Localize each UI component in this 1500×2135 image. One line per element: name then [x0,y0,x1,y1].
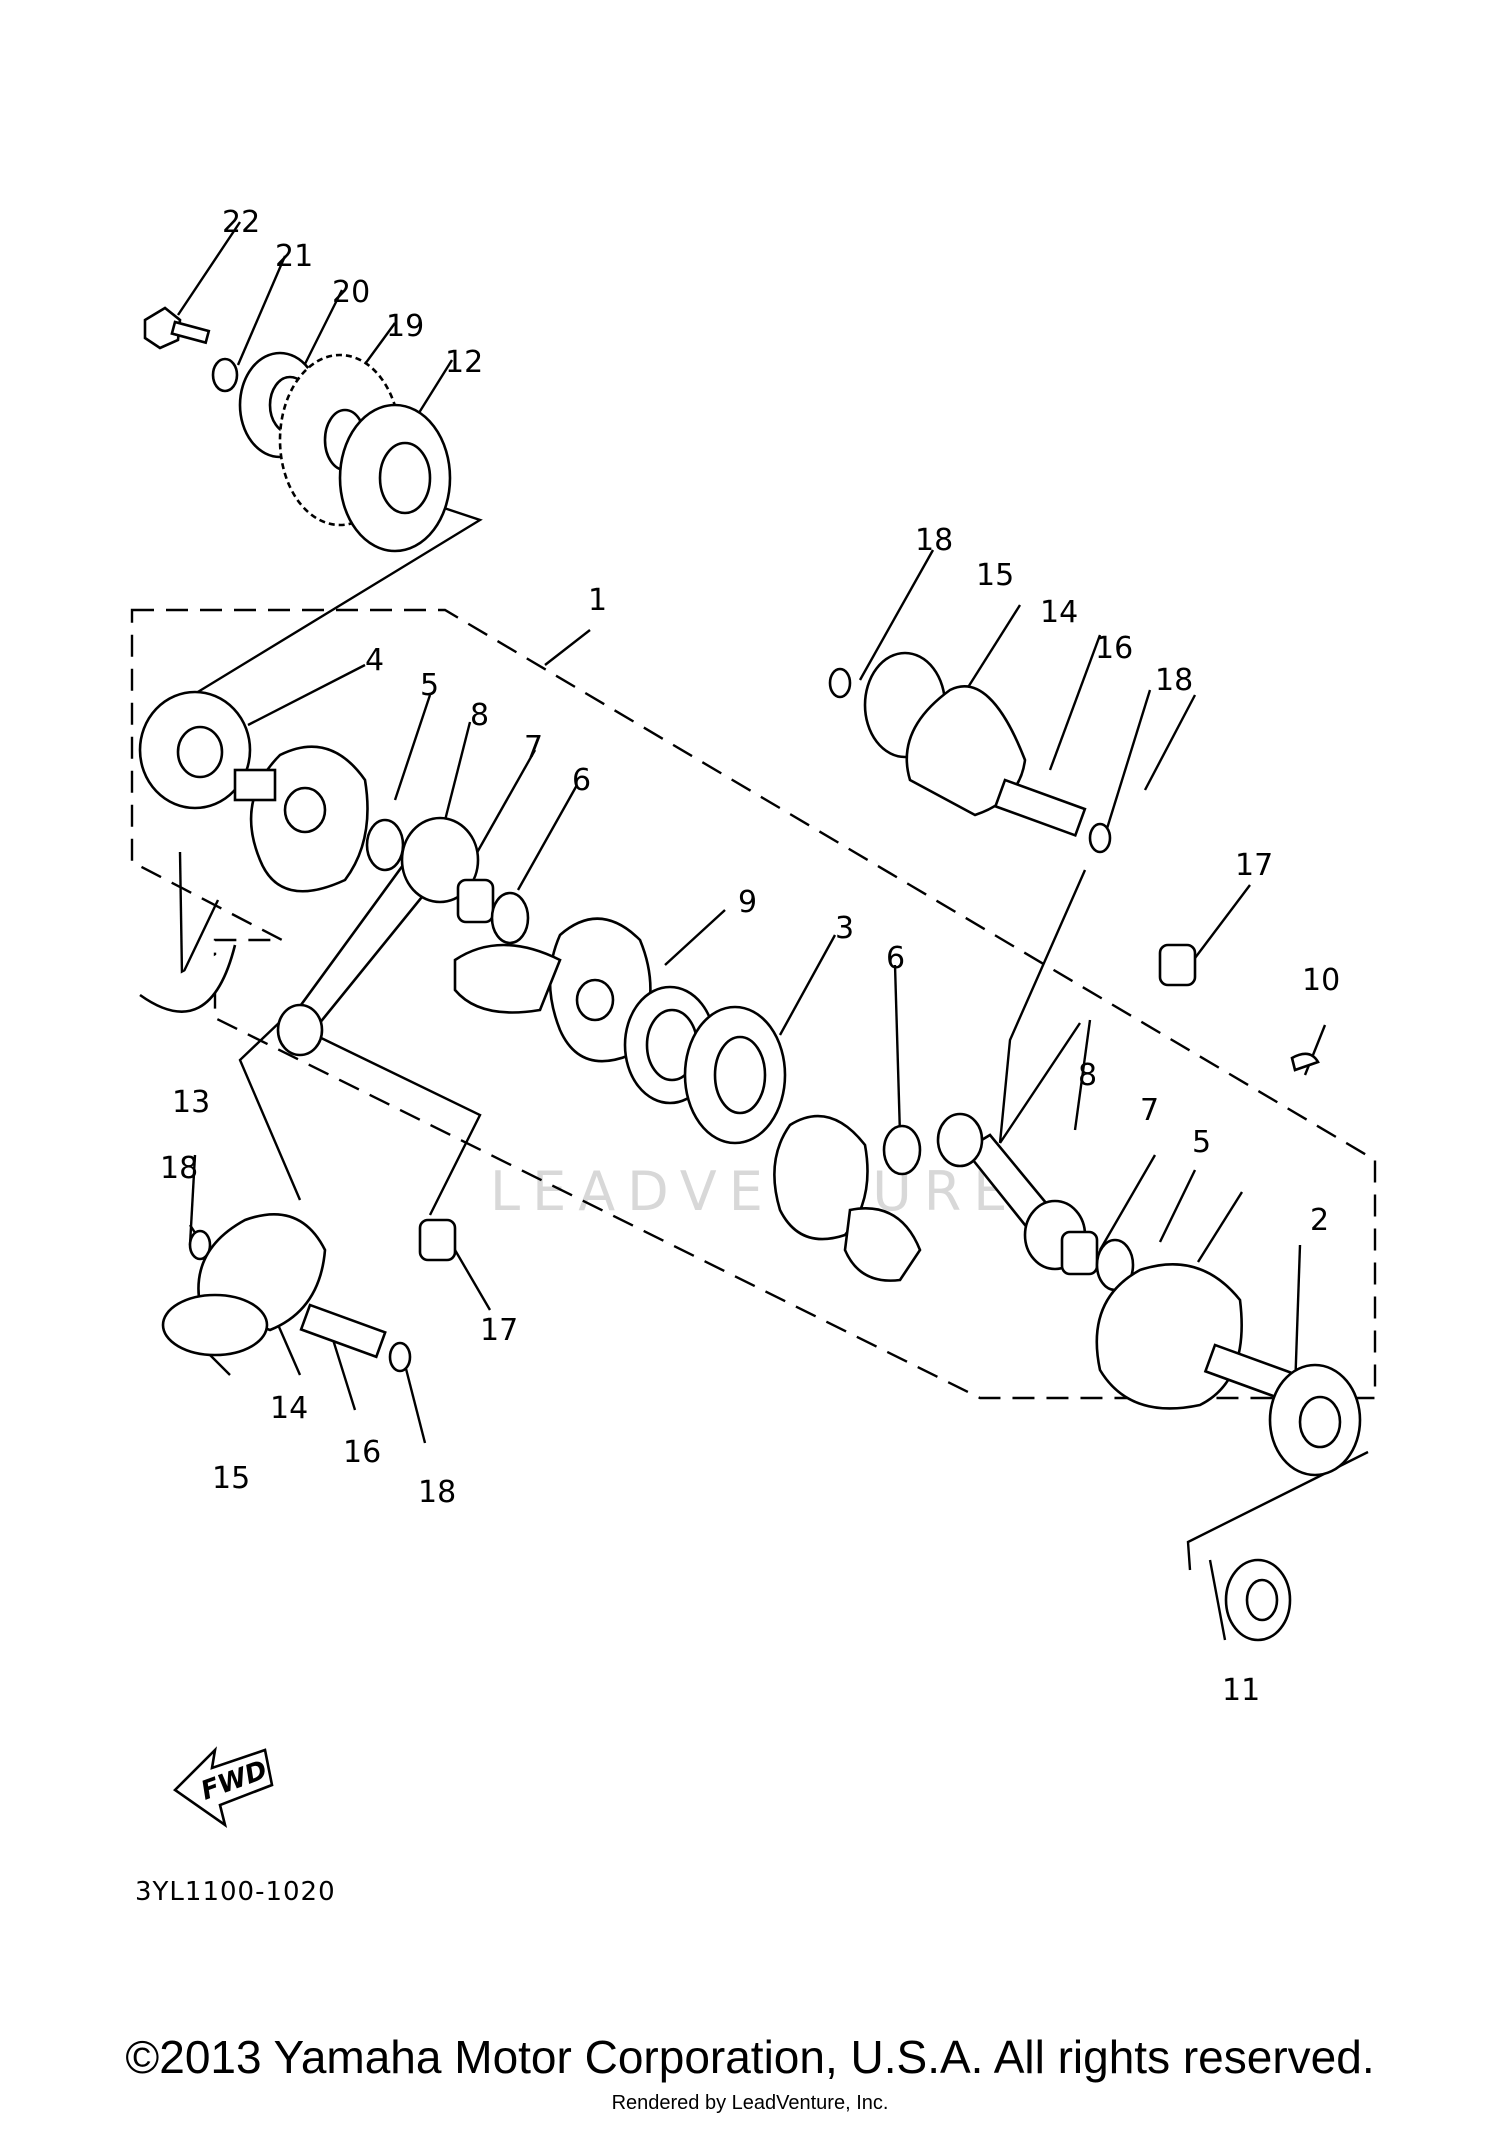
crank-web-right [1095,1262,1297,1410]
callout-12: 12 [445,345,483,380]
callout-labels: 22 21 20 19 12 1 4 5 8 7 6 9 3 6 18 15 1… [160,205,1340,1708]
part-8-conrod-left [276,816,480,1057]
part-6-washer-right [882,1124,922,1176]
callout-18a: 18 [915,523,953,558]
callout-14b: 14 [270,1391,308,1426]
part-17-needle-bearing-bottom [418,1218,457,1262]
callout-4: 4 [365,643,384,678]
callout-18c: 18 [160,1151,198,1186]
callout-18b: 18 [1155,663,1193,698]
callout-20: 20 [332,275,370,310]
callout-13: 13 [172,1085,210,1120]
copyright-notice: ©2013 Yamaha Motor Corporation, U.S.A. A… [125,2031,1375,2083]
fwd-arrow-icon: FWD [172,1746,274,1829]
callout-21: 21 [275,239,313,274]
part-21-washer [211,357,239,393]
rendered-by-credit: Rendered by LeadVenture, Inc. [611,2092,889,2114]
part-17-needle-bearing-top [1158,943,1197,987]
part-7-needle-bearing-left [456,878,495,924]
piston-group-lower [161,1212,412,1373]
part-16-piston-pin-lower [299,1303,387,1359]
drawing-code: 3YL1100-1020 [135,1877,336,1907]
part-5-washer-left [365,818,405,872]
part-12-oil-seal [338,403,452,553]
callout-14a: 14 [1040,595,1078,630]
callout-5a: 5 [420,668,439,703]
piston-group-upper [828,651,1112,854]
callout-6b: 6 [886,941,905,976]
part-11-oil-seal [1224,1558,1292,1642]
part-2-bearing [1268,1363,1362,1477]
callout-22: 22 [222,205,260,240]
callout-10: 10 [1302,963,1340,998]
callout-15b: 15 [212,1461,250,1496]
crank-web-left [233,745,369,893]
part-3-bearing [683,1005,787,1145]
part-18-circlip-upper-right [1088,822,1112,854]
part-7-needle-bearing-right [1060,1230,1099,1276]
callout-17a: 17 [1235,848,1273,883]
callout-3: 3 [835,911,854,946]
part-6-washer-left [490,891,530,945]
callout-16b: 16 [343,1435,381,1470]
crank-web-right-middle [773,1114,922,1282]
callout-9: 9 [738,885,757,920]
part-15-piston-ring-lower [161,1293,269,1357]
callout-15a: 15 [976,558,1014,593]
callout-8b: 8 [1078,1058,1097,1093]
callout-8a: 8 [470,698,489,733]
callout-18d: 18 [418,1475,456,1510]
callout-16a: 16 [1095,631,1133,666]
watermark-text: LEADVENTURE [490,1160,1019,1223]
part-22-bolt [143,306,211,350]
part-18-circlip-lower-right [388,1341,412,1373]
part-18-circlip-lower-left [188,1229,212,1261]
callout-19: 19 [386,309,424,344]
callout-7a: 7 [524,730,543,765]
callout-7b: 7 [1140,1093,1159,1128]
callout-2: 2 [1310,1203,1329,1238]
part-16-piston-pin-upper [993,778,1087,838]
part-4-bearing [138,690,252,810]
callout-17b: 17 [480,1313,518,1348]
part-18-circlip-upper-left [828,667,852,699]
assembly-boundary [130,608,1377,1400]
callout-11: 11 [1222,1673,1260,1708]
part-10-woodruff-key [1290,1052,1320,1072]
callout-5b: 5 [1192,1125,1211,1160]
callout-6a: 6 [572,763,591,798]
part-13-ring [139,944,237,1013]
crank-web-middle [453,917,652,1063]
callout-1: 1 [588,583,607,618]
